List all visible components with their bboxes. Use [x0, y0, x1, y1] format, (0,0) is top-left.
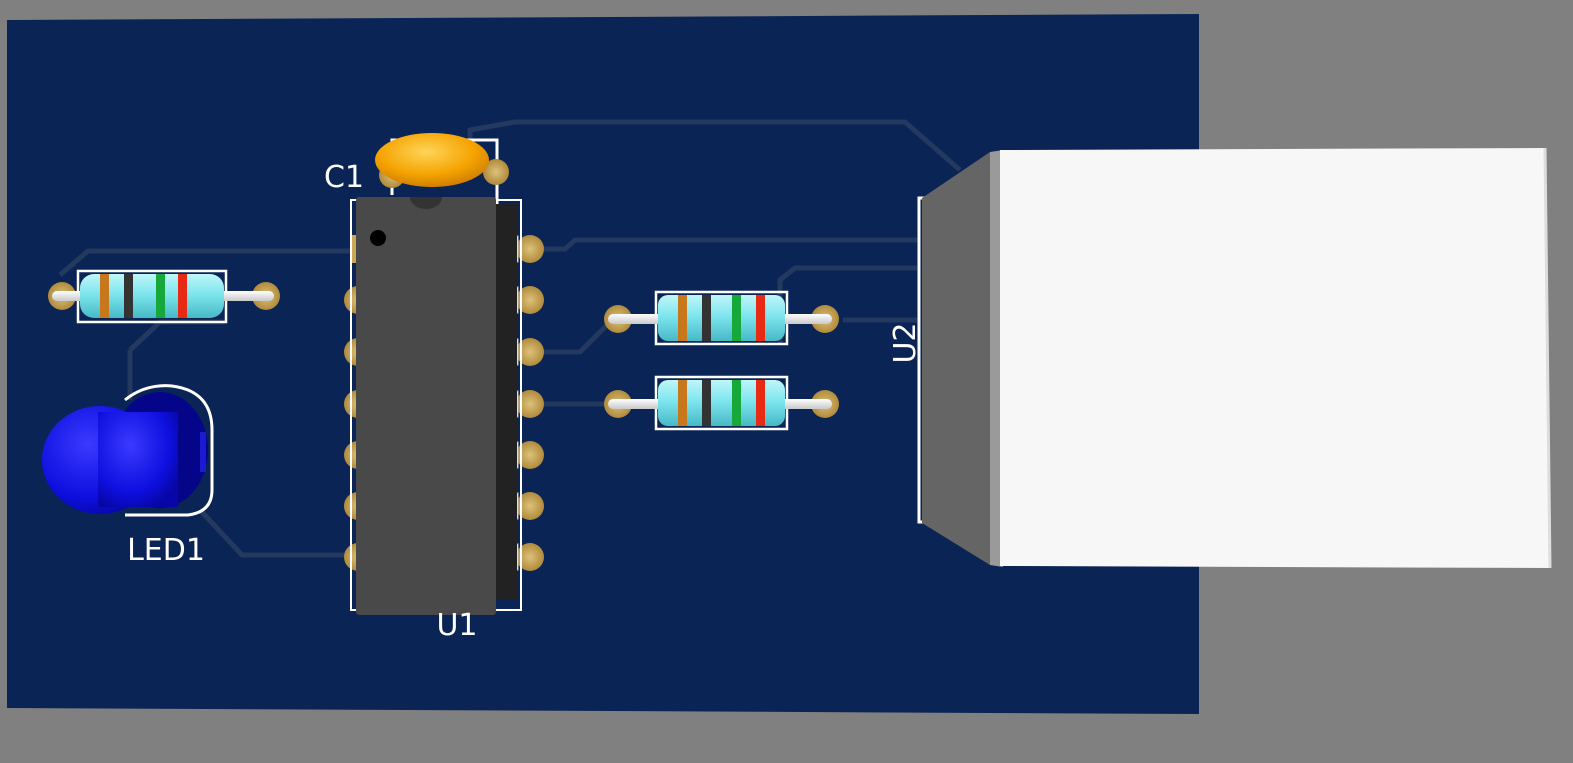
u1-pad [516, 441, 544, 469]
u1-designator: U1 [436, 608, 477, 643]
resistor-band [124, 274, 133, 318]
u1-pad [516, 492, 544, 520]
ic-u1[interactable] [344, 197, 544, 615]
led1-silkscreen [124, 384, 214, 517]
u2-designator: U2 [888, 322, 923, 363]
resistor-band [156, 274, 165, 318]
pad [483, 159, 509, 185]
resistor-middle-upper[interactable] [604, 290, 839, 346]
led1-designator: LED1 [127, 533, 205, 568]
resistor-band [178, 274, 187, 318]
pin1-marker [370, 230, 386, 246]
u1-notch [410, 197, 442, 209]
resistor-band [732, 380, 741, 426]
c1-designator: C1 [324, 160, 364, 195]
resistor-band [702, 380, 711, 426]
u1-pad [516, 338, 544, 366]
resistor-band [100, 274, 109, 318]
led1-flat [200, 432, 206, 472]
u2-housing [1000, 148, 1550, 568]
resistor-body [80, 274, 224, 318]
resistor-band [732, 295, 741, 341]
resistor-band [678, 295, 687, 341]
u1-pad [516, 390, 544, 418]
resistor-body [658, 295, 785, 341]
resistor-band [756, 380, 765, 426]
resistor-band [678, 380, 687, 426]
pcb-board [7, 14, 1199, 714]
u2-side-face [922, 152, 990, 565]
resistor-band [702, 295, 711, 341]
u1-body [356, 197, 496, 615]
capacitor-c1[interactable] [375, 133, 509, 205]
u1-pad [516, 235, 544, 263]
led1-body [98, 412, 178, 507]
u1-pad [516, 286, 544, 314]
connector-u2[interactable] [917, 147, 1552, 569]
resistor-middle-lower[interactable] [604, 375, 839, 431]
resistor-top-left[interactable] [48, 269, 280, 324]
c1-body [375, 133, 489, 187]
u2-housing-edge [1543, 147, 1552, 569]
led1[interactable] [42, 384, 214, 517]
resistor-body [658, 380, 785, 426]
resistor-band [756, 295, 765, 341]
u2-edge [990, 150, 1003, 567]
u1-pad [516, 543, 544, 571]
